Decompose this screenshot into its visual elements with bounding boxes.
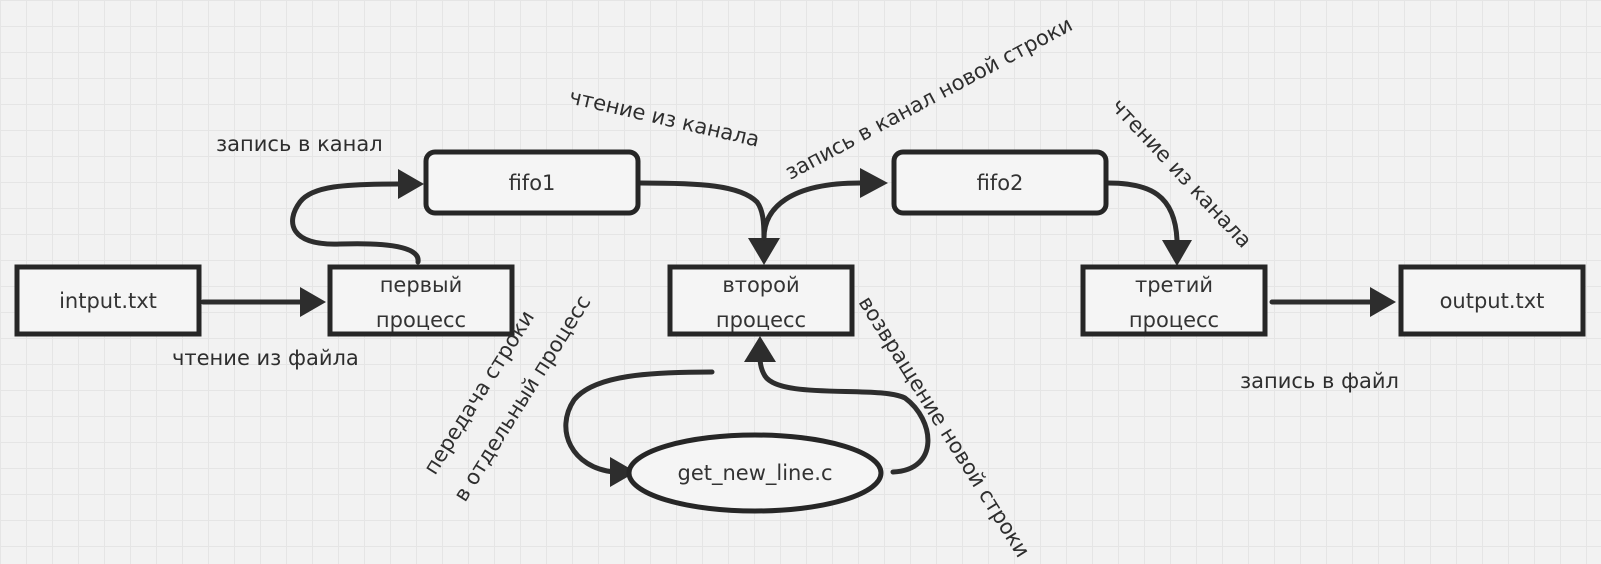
arrowhead-input-to-first-process bbox=[300, 287, 326, 317]
arrowhead-fifo1-to-second-process bbox=[748, 238, 780, 265]
node-output-file-label: output.txt bbox=[1440, 289, 1545, 313]
arrowhead-second-process-to-get-new-line bbox=[610, 457, 636, 487]
label-read-channel-2: чтение из канала bbox=[1106, 94, 1256, 253]
edge-get-new-line-to-second-process bbox=[757, 352, 931, 475]
node-get-new-line: get_new_line.c bbox=[626, 432, 884, 514]
label-write-channel: запись в канал bbox=[216, 132, 383, 156]
node-third-process-label-line1: третий bbox=[1135, 273, 1213, 297]
arrowhead-first-process-to-fifo1 bbox=[398, 169, 424, 199]
node-input-file-label: intput.txt bbox=[59, 289, 157, 313]
node-second-process-label-line2: процесс bbox=[716, 308, 806, 332]
edge-first-process-to-fifo1 bbox=[290, 181, 421, 265]
node-fifo2-label: fifo2 bbox=[977, 171, 1024, 195]
node-fifo1: fifo1 bbox=[423, 149, 641, 216]
node-second-process-label-line1: второй bbox=[722, 273, 799, 297]
node-third-process: третий процесс bbox=[1080, 264, 1268, 337]
label-read-channel-1: чтение из канала bbox=[567, 84, 762, 151]
label-return-new-line: возвращение новой строки bbox=[854, 292, 1035, 562]
node-get-new-line-label: get_new_line.c bbox=[677, 461, 832, 486]
edge-fifo2-to-third-process bbox=[1105, 180, 1180, 243]
node-third-process-label-line2: процесс bbox=[1129, 308, 1219, 332]
arrowhead-get-new-line-to-second-process bbox=[744, 336, 776, 362]
node-fifo1-label: fifo1 bbox=[509, 171, 556, 195]
node-first-process-label-line1: первый bbox=[380, 273, 463, 297]
node-output-file: output.txt bbox=[1398, 264, 1586, 337]
node-first-process-label-line2: процесс bbox=[376, 308, 466, 332]
label-write-file: запись в файл bbox=[1240, 369, 1399, 393]
node-second-process: второй процесс bbox=[667, 264, 855, 337]
node-fifo2: fifo2 bbox=[891, 149, 1109, 216]
edge-fifo1-to-second-process bbox=[637, 180, 767, 241]
arrowhead-second-process-to-fifo2 bbox=[860, 168, 888, 198]
edge-second-process-to-get-new-line bbox=[563, 369, 715, 475]
arrowhead-third-process-to-output bbox=[1370, 287, 1396, 317]
node-input-file: intput.txt bbox=[14, 264, 202, 337]
edge-second-process-to-fifo2 bbox=[761, 180, 863, 241]
label-read-file: чтение из файла bbox=[172, 346, 359, 370]
arrowhead-fifo2-to-third-process bbox=[1162, 240, 1192, 266]
node-first-process: первый процесс bbox=[327, 264, 515, 337]
